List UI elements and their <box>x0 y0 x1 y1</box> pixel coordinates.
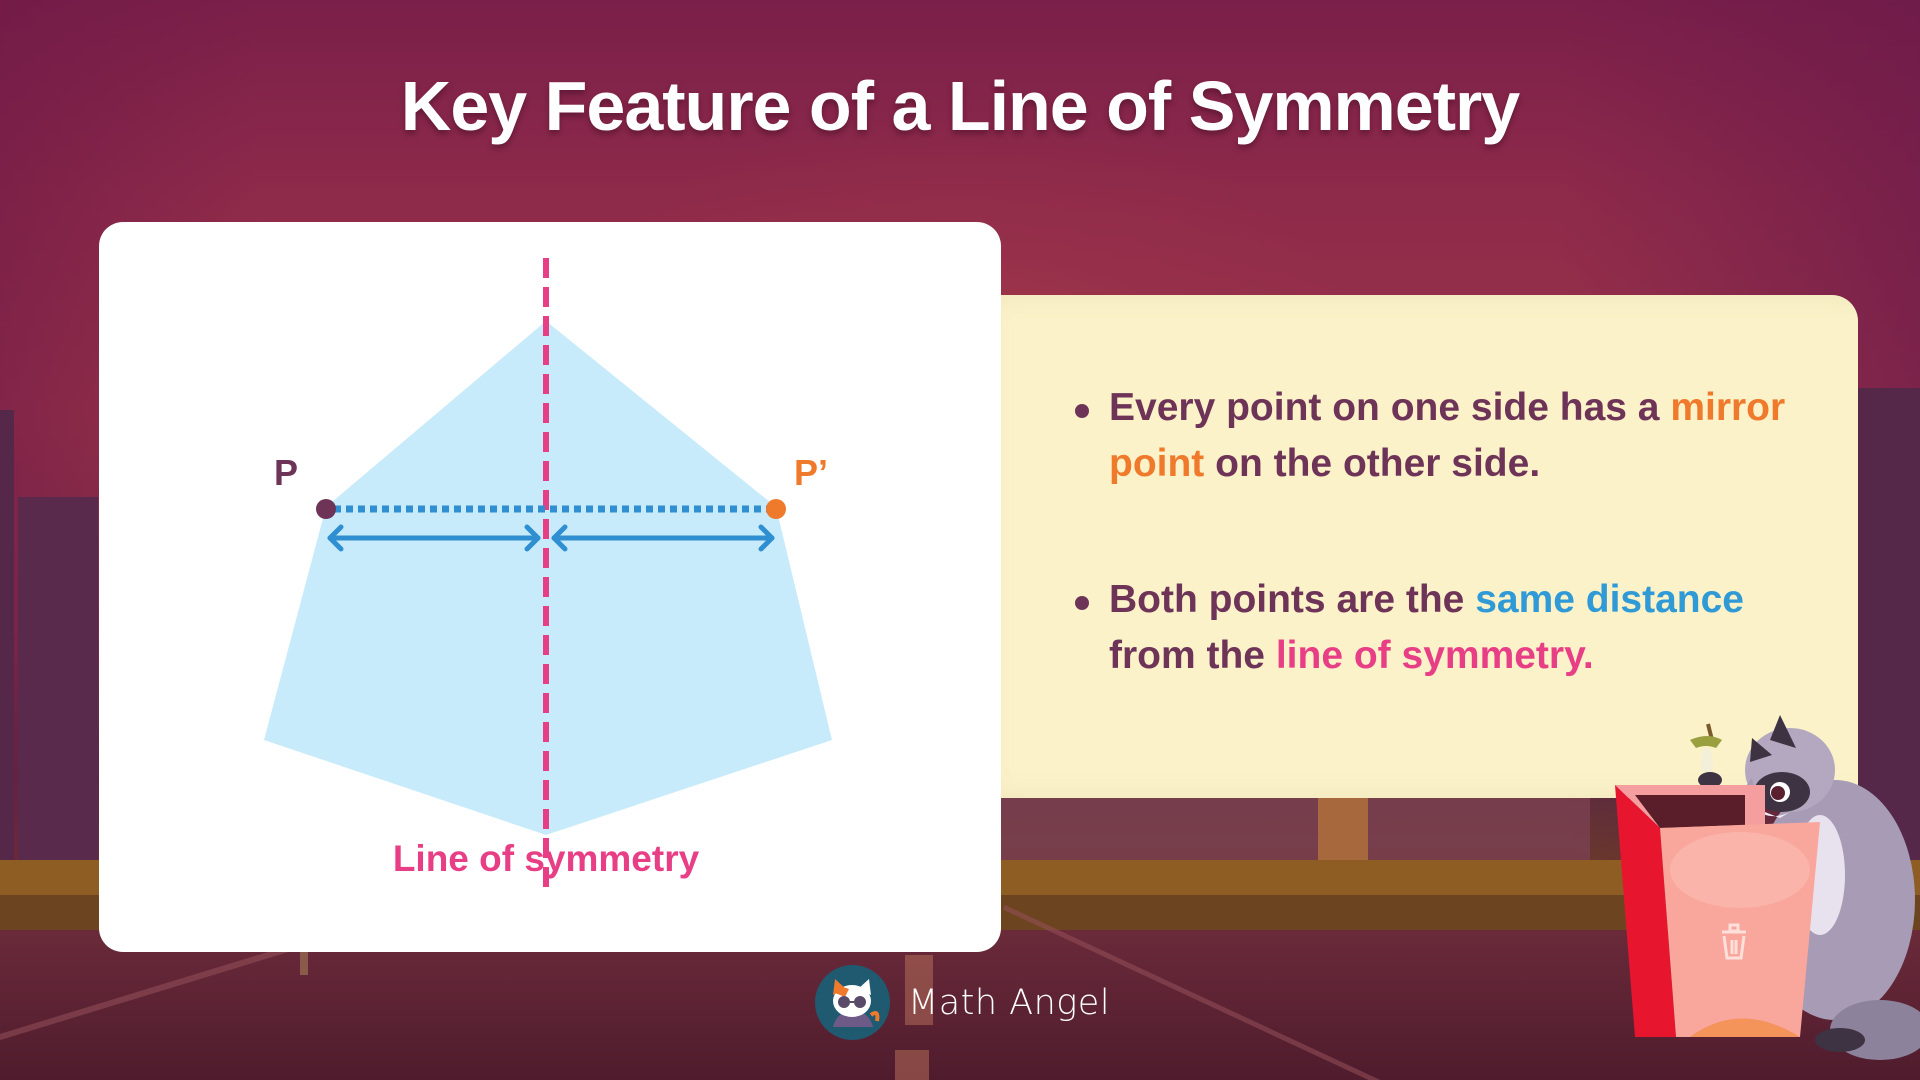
info-panel <box>960 295 1858 798</box>
building-left-2 <box>18 497 98 867</box>
bullet-dot-icon <box>1075 404 1089 418</box>
logo-text: Math Angel <box>908 982 1111 1023</box>
bullet-same-distance: Both points are the same distance from t… <box>1075 572 1835 684</box>
bullet-list: Every point on one side has a mirror poi… <box>1075 380 1835 764</box>
highlight-mirror-point: mirror point <box>1109 386 1786 485</box>
raccoon-trash-illustration <box>1615 715 1920 1060</box>
trash-icon <box>1722 923 1746 960</box>
point-p-prime-label: P’ <box>794 452 829 493</box>
building-mid <box>1000 798 1590 868</box>
bullet-text: Both points are the <box>1109 578 1476 621</box>
line-of-symmetry-label: Line of symmetry <box>392 838 700 879</box>
page-title: Key Feature of a Line of Symmetry <box>400 67 1520 145</box>
lane-dash <box>895 1050 929 1080</box>
bullet-dot-icon <box>1075 596 1089 610</box>
apple-core-icon <box>1690 723 1722 788</box>
math-angel-logo: Math Angel <box>815 965 1110 1040</box>
bullet-text: on the other side. <box>1204 442 1541 485</box>
road <box>0 930 1920 1080</box>
street-post <box>300 935 308 975</box>
cat-mascot-icon <box>815 965 890 1040</box>
point-p-label: P <box>274 452 299 493</box>
building-right-1 <box>1858 388 1920 868</box>
highlight-same-distance: same distance <box>1475 578 1744 621</box>
building-left-1 <box>0 410 14 860</box>
bullet-text: Every point on one side has a <box>1109 386 1671 429</box>
bullet-mirror-point: Every point on one side has a mirror poi… <box>1075 380 1835 492</box>
bullet-text: from the <box>1109 634 1276 677</box>
lane-dash <box>905 955 933 1025</box>
trash-can <box>1615 785 1820 1037</box>
highlight-line-of-symmetry: line of symmetry. <box>1275 634 1594 677</box>
